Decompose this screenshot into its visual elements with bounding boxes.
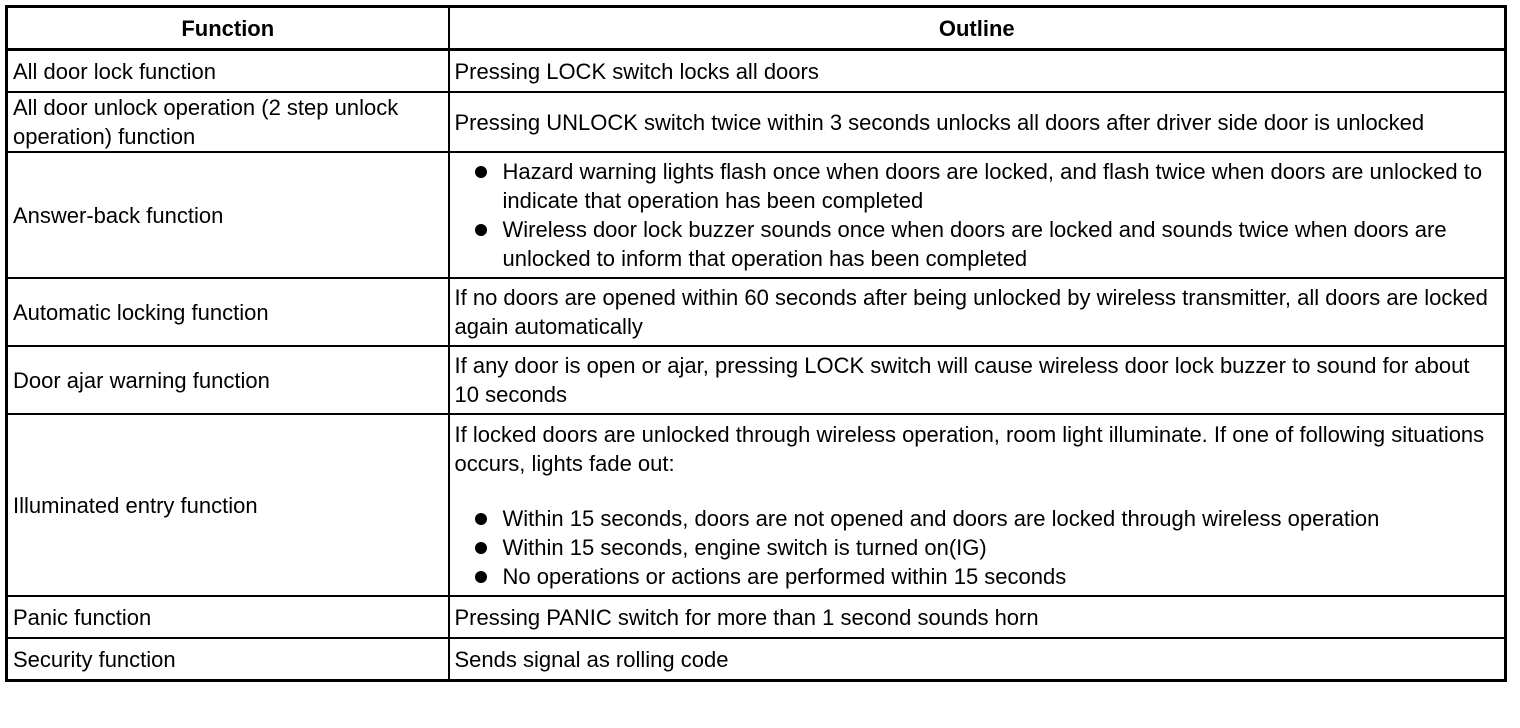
bullet-item: Wireless door lock buzzer sounds once wh…	[455, 215, 1501, 273]
outline-cell: If locked doors are unlocked through wir…	[447, 413, 1507, 597]
bullet-item: No operations or actions are performed w…	[455, 562, 1501, 591]
outline-cell: If no doors are opened within 60 seconds…	[447, 277, 1507, 347]
outline-cell: Pressing PANIC switch for more than 1 se…	[447, 595, 1507, 639]
outline-cell: Pressing UNLOCK switch twice within 3 se…	[447, 91, 1507, 153]
function-cell: All door unlock operation (2 step unlock…	[5, 91, 450, 153]
table-row: Panic function Pressing PANIC switch for…	[5, 595, 1507, 639]
bullet-item: Hazard warning lights flash once when do…	[455, 157, 1501, 215]
table-row: Door ajar warning function If any door i…	[5, 345, 1507, 415]
bullet-list: Within 15 seconds, doors are not opened …	[455, 504, 1501, 591]
function-cell: Answer-back function	[5, 151, 450, 279]
function-cell: Automatic locking function	[5, 277, 450, 347]
function-cell: Security function	[5, 637, 450, 682]
function-outline-table: Function Outline All door lock function …	[5, 5, 1507, 682]
function-cell: Door ajar warning function	[5, 345, 450, 415]
table-row: All door unlock operation (2 step unlock…	[5, 91, 1507, 153]
bullet-item: Within 15 seconds, doors are not opened …	[455, 504, 1501, 533]
bullet-item: Within 15 seconds, engine switch is turn…	[455, 533, 1501, 562]
table-row: Automatic locking function If no doors a…	[5, 277, 1507, 347]
outline-paragraph: If locked doors are unlocked through wir…	[454, 421, 1485, 476]
function-cell: All door lock function	[5, 48, 450, 93]
function-cell: Illuminated entry function	[5, 413, 450, 597]
outline-cell: Hazard warning lights flash once when do…	[447, 151, 1507, 279]
outline-cell: Pressing LOCK switch locks all doors	[447, 48, 1507, 93]
function-cell: Panic function	[5, 595, 450, 639]
header-function: Function	[5, 5, 450, 51]
bullet-list: Hazard warning lights flash once when do…	[455, 157, 1501, 273]
table-row: Security function Sends signal as rollin…	[5, 637, 1507, 682]
outline-cell: Sends signal as rolling code	[447, 637, 1507, 682]
table-row: Answer-back function Hazard warning ligh…	[5, 151, 1507, 279]
table-header-row: Function Outline	[5, 5, 1507, 51]
outline-cell: If any door is open or ajar, pressing LO…	[447, 345, 1507, 415]
table-row: All door lock function Pressing LOCK swi…	[5, 48, 1507, 93]
table-row: Illuminated entry function If locked doo…	[5, 413, 1507, 597]
header-outline: Outline	[447, 5, 1507, 51]
